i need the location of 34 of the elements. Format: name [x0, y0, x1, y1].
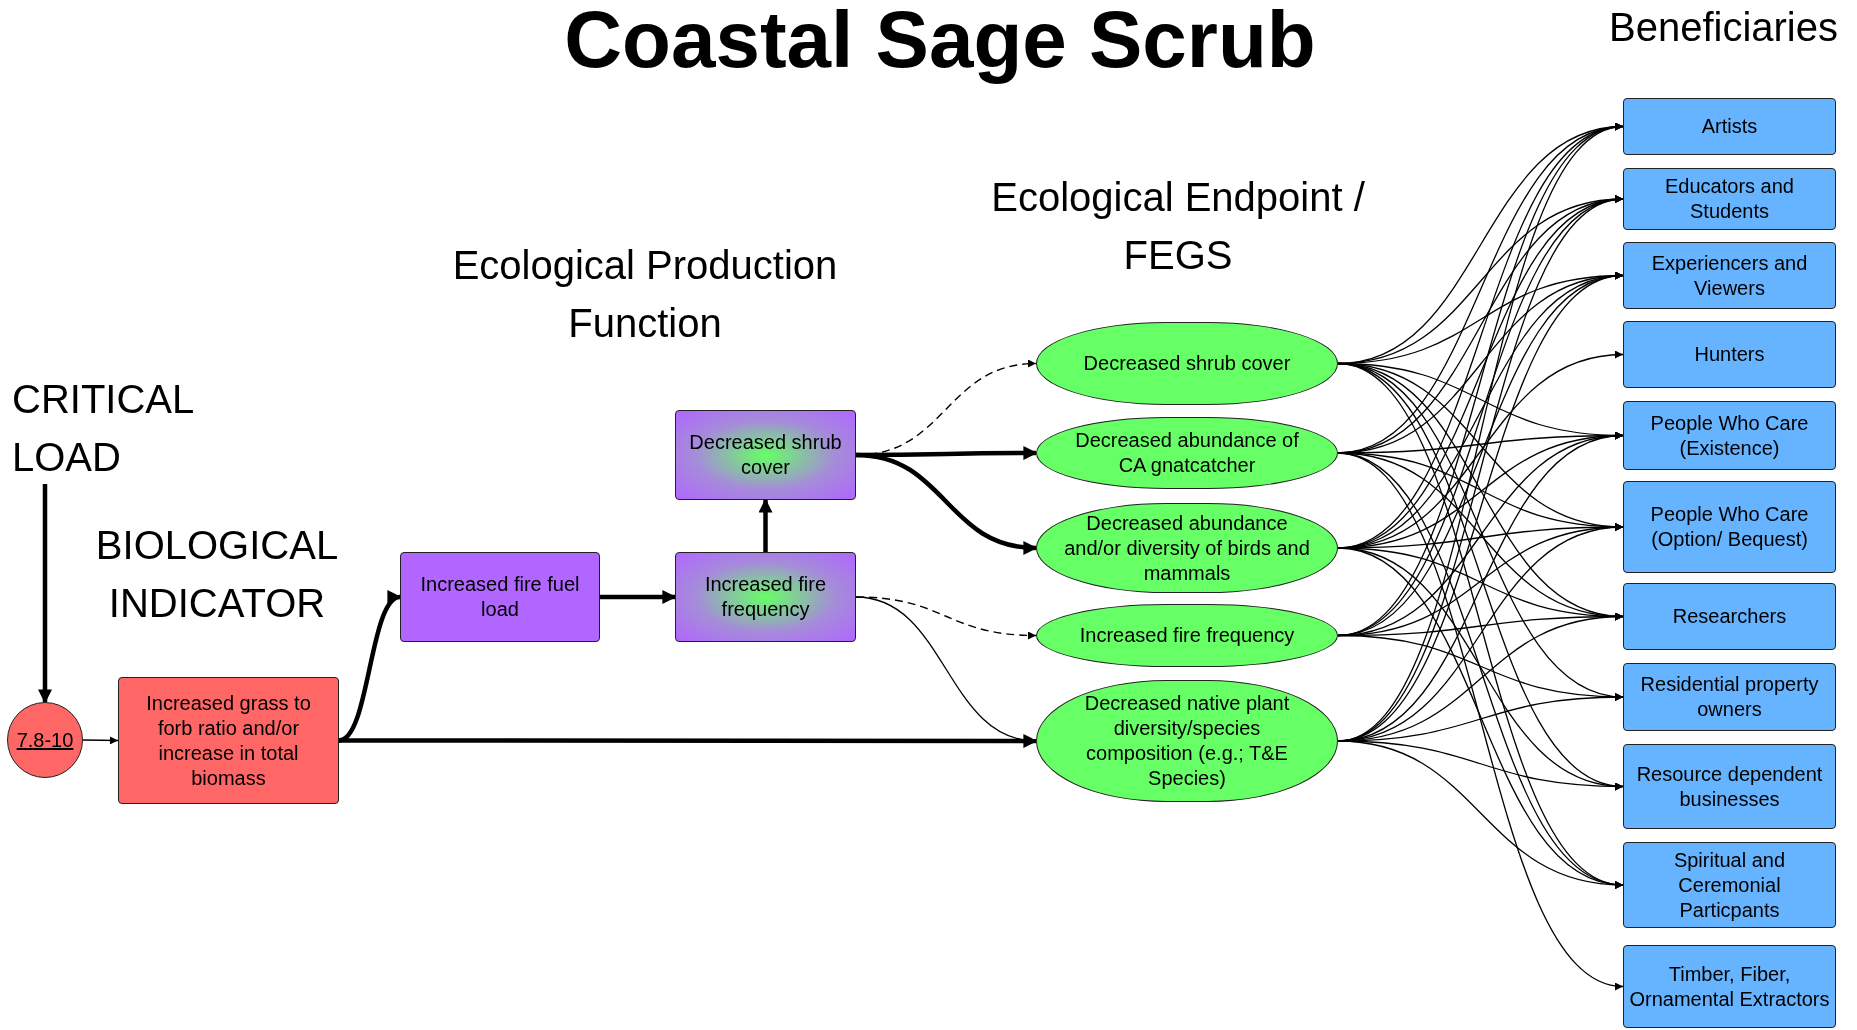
beneficiary-box: People Who Care (Option/ Bequest)	[1623, 481, 1836, 573]
arrow	[38, 484, 52, 704]
beneficiary-box: Resource dependent businesses	[1623, 744, 1836, 829]
column-heading: Beneficiaries	[1608, 4, 1839, 51]
process-box: Increased fire fuel load	[400, 552, 600, 642]
arrow	[339, 734, 1038, 748]
heading-text: CRITICAL LOAD	[12, 372, 232, 484]
arrow	[855, 452, 1038, 554]
beneficiary-box: People Who Care (Existence)	[1623, 401, 1836, 470]
column-heading: Ecological Endpoint / FEGS	[990, 174, 1366, 279]
column-heading: Ecological Production Function	[451, 242, 839, 347]
beneficiary-box: Hunters	[1623, 321, 1836, 388]
threshold-circle: 7.8-10	[7, 702, 83, 778]
beneficiary-box: Artists	[1623, 98, 1836, 155]
arrow	[600, 590, 677, 604]
arrow	[758, 498, 773, 552]
endpoint-pill: Decreased abundance and/or diversity of birds and mammals	[1036, 503, 1338, 593]
beneficiary-box: Residential property owners	[1623, 663, 1836, 731]
indicator-box: Increased grass to forb ratio and/or increase in total biomass	[118, 677, 339, 804]
beneficiary-box: Spiritual and Ceremonial Particpants	[1623, 842, 1836, 928]
column-heading: BIOLOGICAL INDICATOR	[94, 522, 340, 627]
endpoint-pill: Decreased native plant diversity/species composition (e.g.; T&E Species)	[1036, 680, 1338, 802]
beneficiary-box: Educators and Students	[1623, 168, 1836, 230]
beneficiary-box: Timber, Fiber, Ornamental Extractors	[1623, 945, 1836, 1028]
endpoint-pill: Increased fire frequency	[1036, 604, 1338, 667]
diagram-title: Coastal Sage Scrub	[563, 0, 1317, 84]
process-box: Increased fire frequency	[675, 552, 856, 642]
beneficiary-box: Experiencers and Viewers	[1623, 242, 1836, 309]
arrow	[1337, 740, 1624, 889]
beneficiary-box: Researchers	[1623, 583, 1836, 650]
endpoint-pill: Decreased shrub cover	[1036, 322, 1338, 405]
arrow	[82, 736, 119, 745]
process-box: Decreased shrub cover	[675, 410, 856, 500]
endpoint-pill: Decreased abundance of CA gnatcatcher	[1036, 417, 1338, 489]
